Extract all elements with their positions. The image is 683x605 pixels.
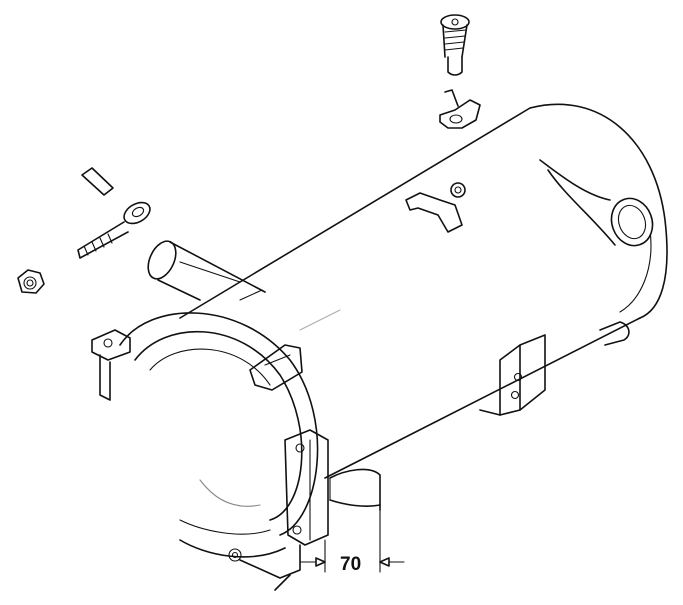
dimension-callout: 70 bbox=[299, 509, 405, 575]
bottom-outlet-saddle bbox=[329, 468, 381, 511]
exploded-bracket bbox=[439, 89, 481, 129]
front-band-clamp bbox=[119, 312, 319, 591]
dimension-label: 70 bbox=[340, 554, 361, 575]
cylinder-body bbox=[179, 103, 668, 479]
front-inlet-pipe bbox=[147, 240, 266, 301]
dimension-arrow-left bbox=[315, 557, 326, 567]
left-mount-bracket bbox=[91, 329, 131, 401]
side-hanger-bracket bbox=[479, 334, 546, 416]
top-mounting-strap bbox=[405, 182, 466, 233]
exploded-bolt-top bbox=[440, 14, 470, 76]
exploded-eye-bolt bbox=[77, 201, 151, 259]
rear-drain-stub bbox=[599, 321, 630, 346]
exploded-nut bbox=[17, 269, 45, 294]
clamp-lug-side bbox=[284, 429, 329, 546]
exploded-pin bbox=[81, 167, 114, 196]
clamp-lug-upper bbox=[249, 344, 303, 391]
rear-outlet-pipe bbox=[539, 159, 654, 247]
dimension-arrow-right bbox=[379, 557, 390, 567]
